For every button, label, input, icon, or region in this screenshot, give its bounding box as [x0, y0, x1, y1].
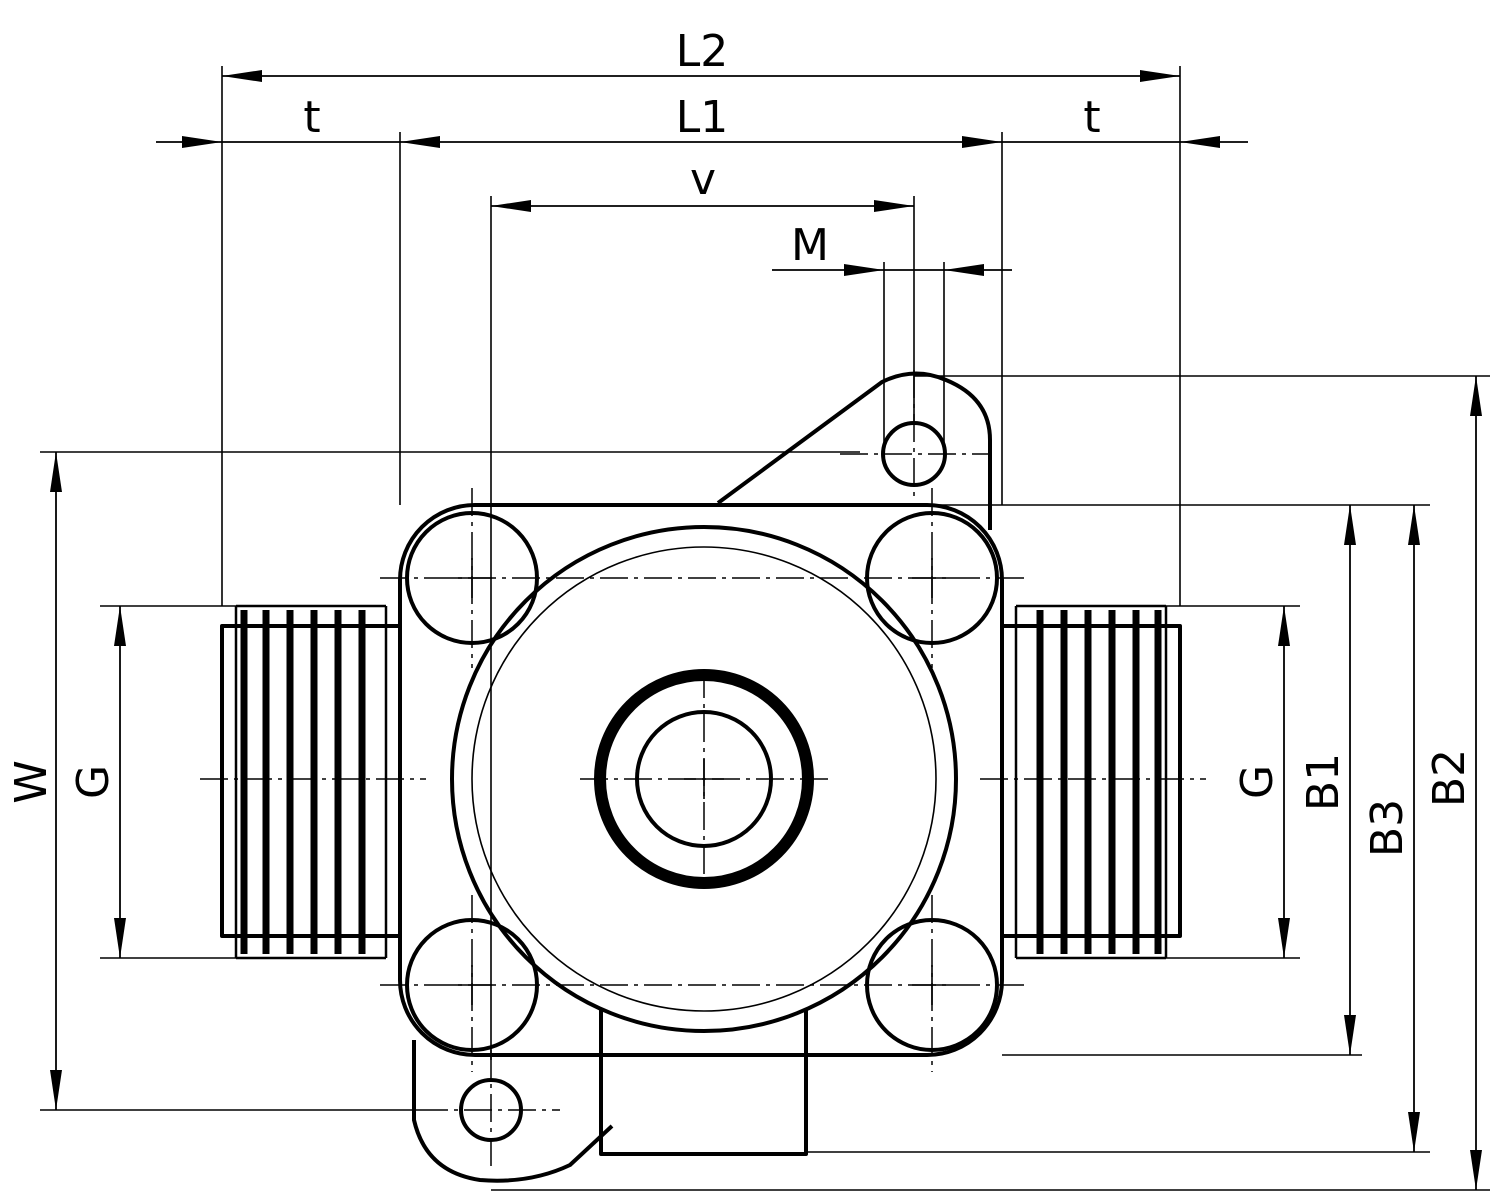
label-L2: L2 — [676, 26, 729, 77]
label-t-left: t — [303, 92, 320, 143]
center-housing-inner — [471, 546, 937, 1012]
label-W: W — [6, 760, 57, 804]
label-L1: L1 — [676, 92, 729, 143]
label-G-right: G — [1232, 765, 1283, 799]
label-B2: B2 — [1424, 749, 1475, 807]
cross-marks — [452, 558, 952, 1005]
dimension-B2 — [1470, 376, 1482, 1190]
bottom-outlet — [599, 1010, 808, 1156]
dimension-M — [772, 264, 1012, 276]
dimension-W — [50, 452, 62, 1110]
thread-right — [1000, 604, 1182, 960]
dimension-G-left — [114, 606, 126, 958]
label-M: M — [791, 220, 829, 271]
upper-flange — [716, 371, 992, 530]
label-G-left: G — [68, 765, 119, 799]
extension-lines — [40, 66, 1490, 1191]
label-v: v — [690, 154, 716, 205]
dimension-G-right — [1278, 606, 1290, 958]
label-B1: B1 — [1298, 753, 1349, 811]
dimension-v — [491, 200, 914, 212]
dimension-B1 — [1344, 505, 1356, 1055]
center-housing-outer — [450, 525, 958, 1033]
thread-left — [220, 604, 402, 960]
label-t-right: t — [1083, 92, 1100, 143]
dimension-L1 — [156, 136, 1248, 148]
lower-flange — [412, 1040, 614, 1183]
dimension-L2 — [222, 70, 1180, 82]
label-B3: B3 — [1362, 799, 1413, 857]
center-lines — [200, 370, 1206, 1172]
dimension-B3 — [1408, 505, 1420, 1152]
